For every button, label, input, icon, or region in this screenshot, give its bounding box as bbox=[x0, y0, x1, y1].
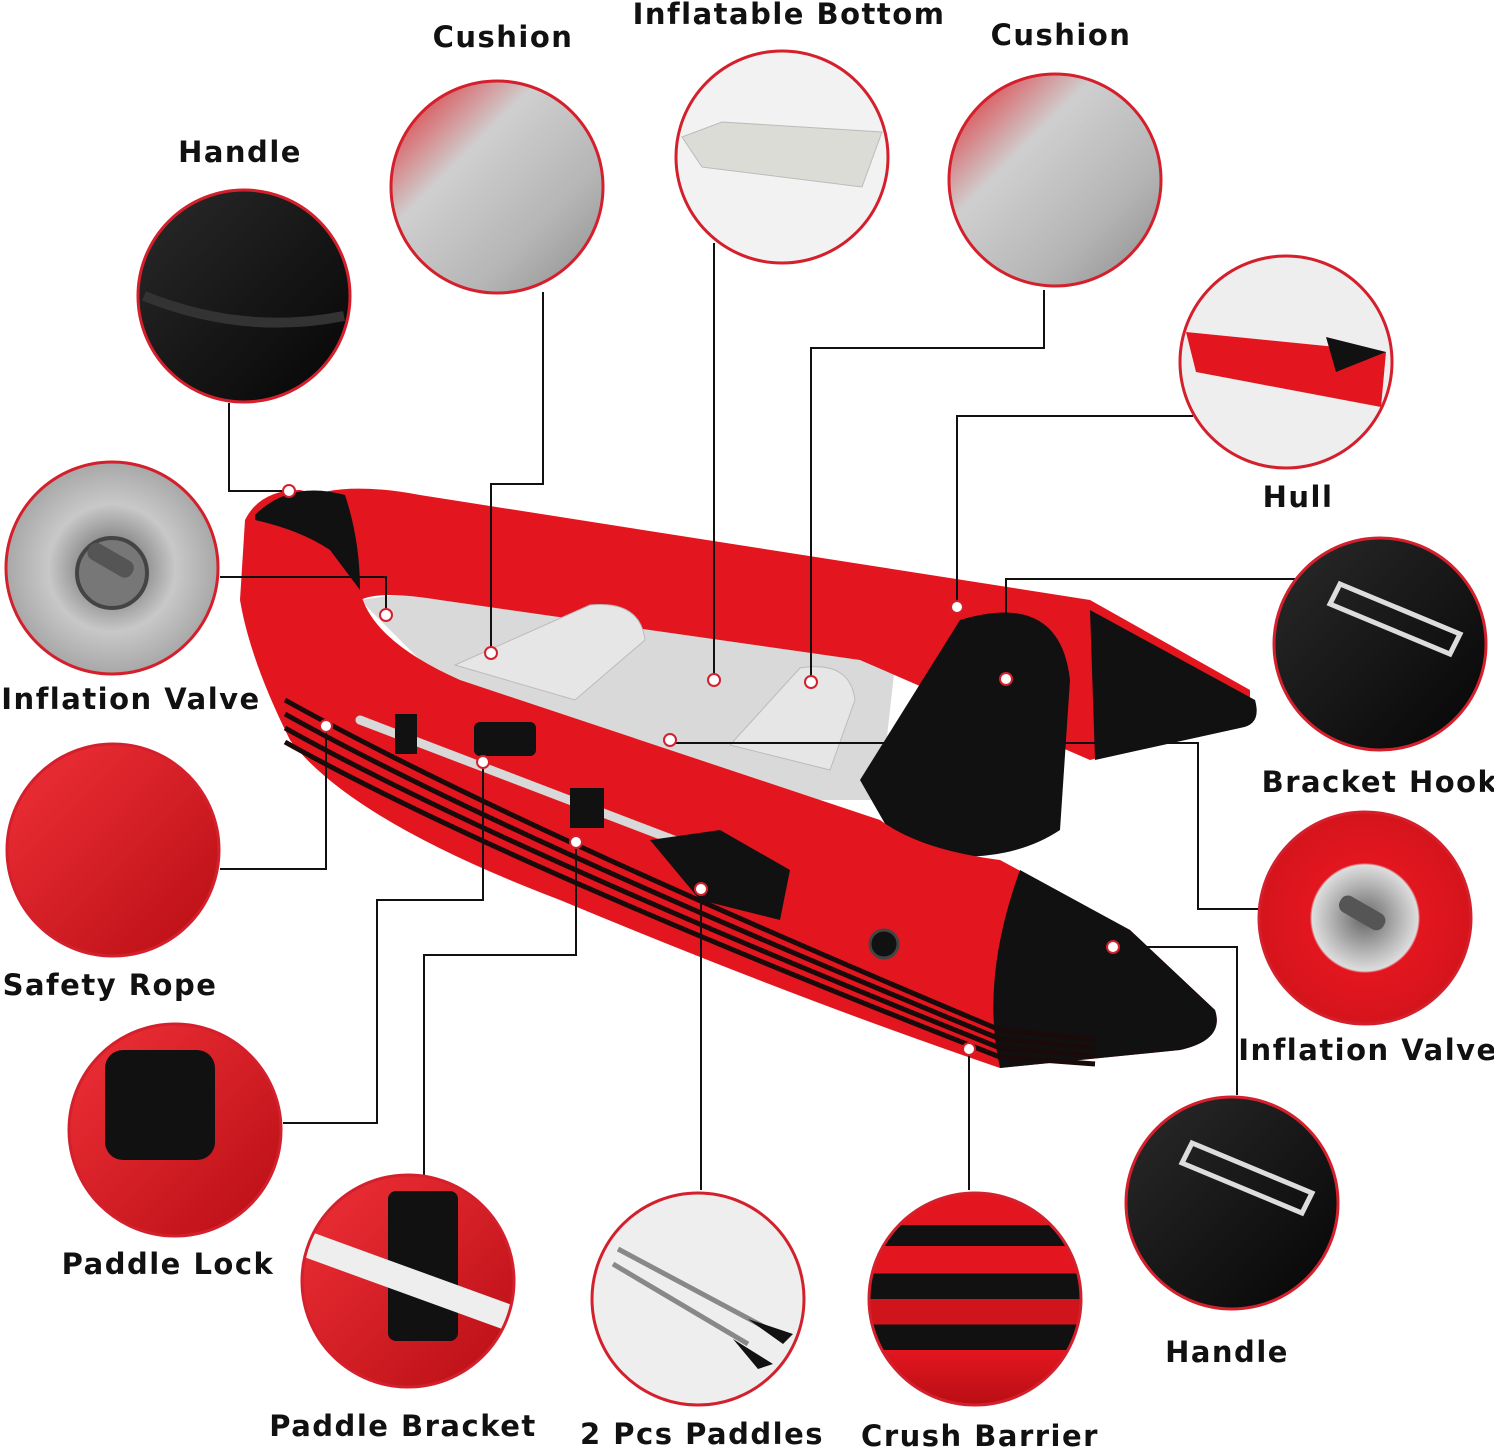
leader-line bbox=[228, 403, 289, 492]
callout-cushion-right bbox=[804, 72, 1163, 689]
anchor-dot bbox=[379, 608, 393, 622]
callout-inflatable-bottom bbox=[674, 49, 890, 687]
boat-cushion-rear bbox=[729, 666, 856, 771]
leader-line bbox=[956, 415, 1193, 607]
anchor-dot bbox=[950, 600, 964, 614]
label-cushion-right: Cushion bbox=[990, 18, 1132, 52]
label-inflation-valve-right: Inflation Valve bbox=[1238, 1033, 1494, 1067]
anchor-dot bbox=[319, 719, 333, 733]
detail-photo bbox=[1274, 538, 1486, 750]
detail-ring bbox=[389, 79, 605, 295]
detail-ring bbox=[300, 1173, 516, 1389]
callout-crush-barrier bbox=[867, 1042, 1083, 1407]
leader-line bbox=[220, 576, 387, 615]
detail-ring bbox=[5, 742, 221, 958]
leader-line bbox=[283, 762, 484, 1124]
detail-photo bbox=[1259, 812, 1471, 1024]
label-bracket-hook: Bracket Hook bbox=[1261, 765, 1494, 799]
anchor-dot bbox=[999, 672, 1013, 686]
label-paddles: 2 Pcs Paddles bbox=[579, 1417, 825, 1450]
anchor-dot bbox=[484, 646, 498, 660]
detail-photo bbox=[592, 1193, 804, 1405]
detail-ring bbox=[867, 1191, 1083, 1407]
boat-paddle-bracket bbox=[570, 788, 604, 828]
detail-ring bbox=[1178, 254, 1394, 470]
crush-barrier-stripe bbox=[283, 725, 1096, 1059]
detail-ring bbox=[136, 188, 352, 404]
callout-paddle-lock bbox=[67, 755, 490, 1238]
boat-paddle-bracket bbox=[395, 714, 417, 754]
anchor-dot bbox=[694, 882, 708, 896]
detail-photo bbox=[949, 74, 1161, 286]
anchor-dot bbox=[804, 675, 818, 689]
detail-ring bbox=[67, 1022, 283, 1238]
callout-inflation-valve-right bbox=[663, 733, 1473, 1026]
far-tube-cone bbox=[1090, 610, 1257, 760]
boat-near-tube bbox=[240, 490, 1217, 1068]
boat-paddle-lock bbox=[474, 722, 536, 756]
leader-line bbox=[1113, 946, 1238, 1095]
callout-bracket-hook bbox=[999, 536, 1488, 752]
callout-inflation-valve-left bbox=[4, 460, 393, 676]
boat-transom bbox=[860, 612, 1070, 857]
anchor-dot bbox=[707, 673, 721, 687]
detail-ring bbox=[674, 49, 890, 265]
crush-barrier-stripe bbox=[283, 711, 1096, 1051]
leader-line bbox=[423, 842, 577, 1175]
detail-photo bbox=[1180, 256, 1392, 468]
label-cushion-left: Cushion bbox=[432, 20, 574, 54]
near-tube-cone bbox=[993, 870, 1217, 1068]
callout-handle-bottom bbox=[1106, 940, 1340, 1311]
crush-barrier-stripe bbox=[283, 739, 1096, 1067]
label-handle-bottom: Handle bbox=[1165, 1335, 1289, 1369]
callout-paddles bbox=[590, 882, 806, 1407]
label-hull: Hull bbox=[1262, 480, 1334, 514]
detail-photo bbox=[676, 51, 888, 263]
anchor-dot bbox=[962, 1042, 976, 1056]
detail-photo bbox=[1126, 1097, 1338, 1309]
detail-ring bbox=[1257, 810, 1473, 1026]
callout-cushion-left bbox=[389, 79, 605, 660]
callout-handle-top bbox=[136, 188, 352, 498]
detail-photo bbox=[6, 462, 218, 674]
leader-line bbox=[810, 290, 1045, 682]
crush-barrier-stripe bbox=[283, 697, 1096, 1043]
detail-photo bbox=[69, 1024, 281, 1236]
label-handle-top: Handle bbox=[178, 135, 302, 169]
boat-inflation-valve bbox=[868, 928, 900, 960]
label-crush-barrier: Crush Barrier bbox=[861, 1419, 1099, 1450]
anchor-dot bbox=[663, 733, 677, 747]
label-inflation-valve-left: Inflation Valve bbox=[1, 682, 261, 716]
label-safety-rope: Safety Rope bbox=[2, 968, 218, 1002]
inflatable-boat-image bbox=[240, 488, 1257, 1068]
callout-safety-rope bbox=[5, 719, 333, 958]
detail-ring bbox=[590, 1191, 806, 1407]
detail-photo bbox=[7, 744, 219, 956]
label-paddle-lock: Paddle Lock bbox=[61, 1247, 275, 1281]
anchor-dot bbox=[476, 755, 490, 769]
callout-paddle-bracket bbox=[300, 835, 583, 1389]
bow-patch bbox=[255, 490, 360, 590]
detail-photo bbox=[869, 1193, 1081, 1405]
anchor-dot bbox=[282, 484, 296, 498]
anchor-dot bbox=[569, 835, 583, 849]
boat-oar-blade bbox=[650, 830, 790, 920]
label-inflatable-bottom: Inflatable Bottom bbox=[632, 0, 946, 31]
boat-cushion-front bbox=[453, 603, 646, 701]
leader-line bbox=[220, 726, 327, 870]
detail-ring bbox=[1124, 1095, 1340, 1311]
leader-line bbox=[490, 292, 544, 653]
detail-ring bbox=[947, 72, 1163, 288]
detail-ring bbox=[4, 460, 220, 676]
callout-hull bbox=[950, 254, 1394, 614]
leader-line bbox=[1005, 578, 1295, 679]
detail-ring bbox=[1272, 536, 1488, 752]
label-paddle-bracket: Paddle Bracket bbox=[269, 1409, 537, 1443]
detail-photo bbox=[391, 81, 603, 293]
anchor-dot bbox=[1106, 940, 1120, 954]
detail-photo bbox=[302, 1175, 514, 1387]
detail-photo bbox=[138, 190, 350, 402]
